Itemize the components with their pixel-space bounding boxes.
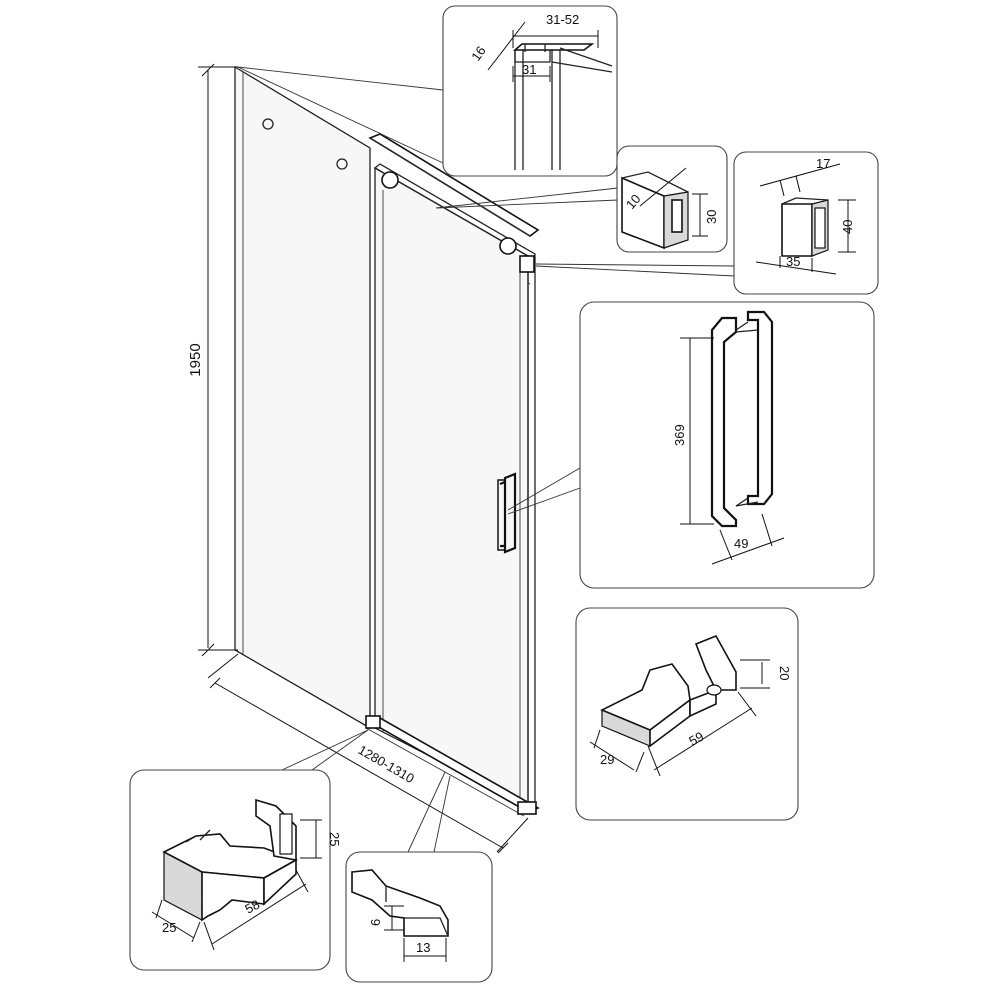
bracket-depth-label: 17 bbox=[816, 156, 830, 171]
callout-rail-section: 30 10 bbox=[616, 145, 728, 253]
fixing-hole-1 bbox=[262, 118, 274, 130]
callout-floor-guide: 20 59 29 bbox=[575, 607, 799, 821]
fixed-glass-panel bbox=[234, 65, 371, 730]
callout-stopper: 25 58 25 bbox=[129, 769, 342, 971]
stopper-length-label: 58 bbox=[242, 897, 262, 917]
bracket-width-label: 35 bbox=[786, 254, 800, 269]
profile-depth-label: 16 bbox=[468, 43, 489, 63]
callout-leaders bbox=[237, 66, 735, 853]
guide-length-label: 59 bbox=[686, 729, 706, 749]
main-enclosure bbox=[234, 65, 540, 817]
handle-depth-label: 49 bbox=[734, 536, 748, 551]
rail-height-label: 30 bbox=[704, 210, 719, 224]
callout-handle: 369 49 bbox=[579, 301, 875, 589]
door-roller-left bbox=[381, 171, 399, 189]
callout-seal: 6 13 bbox=[345, 851, 493, 983]
handle-length-label: 369 bbox=[672, 424, 687, 446]
bracket-height-label: 40 bbox=[840, 220, 855, 234]
seal-width-label: 13 bbox=[416, 940, 430, 955]
callout-wall-profile: 31-52 16 31 bbox=[442, 5, 618, 177]
guide-width-label: 29 bbox=[600, 752, 614, 767]
stopper-width-label: 25 bbox=[162, 920, 176, 935]
door-roller-right bbox=[499, 237, 517, 255]
profile-inner-label: 31 bbox=[522, 62, 536, 77]
seal-height-label: 6 bbox=[368, 919, 383, 926]
floor-guide-right bbox=[517, 801, 537, 815]
rail-end-bracket bbox=[519, 255, 535, 273]
profile-width-label: 31-52 bbox=[546, 12, 579, 27]
guide-height-label: 20 bbox=[777, 666, 792, 680]
callout-bracket: 17 40 35 bbox=[733, 151, 879, 295]
width-label: 1280-1310 bbox=[356, 742, 417, 786]
height-dimension: 1950 bbox=[187, 63, 238, 657]
fixing-hole-2 bbox=[336, 158, 348, 170]
height-label: 1950 bbox=[187, 343, 204, 376]
floor-guide-left bbox=[365, 715, 381, 729]
stopper-height-label: 25 bbox=[327, 832, 342, 846]
